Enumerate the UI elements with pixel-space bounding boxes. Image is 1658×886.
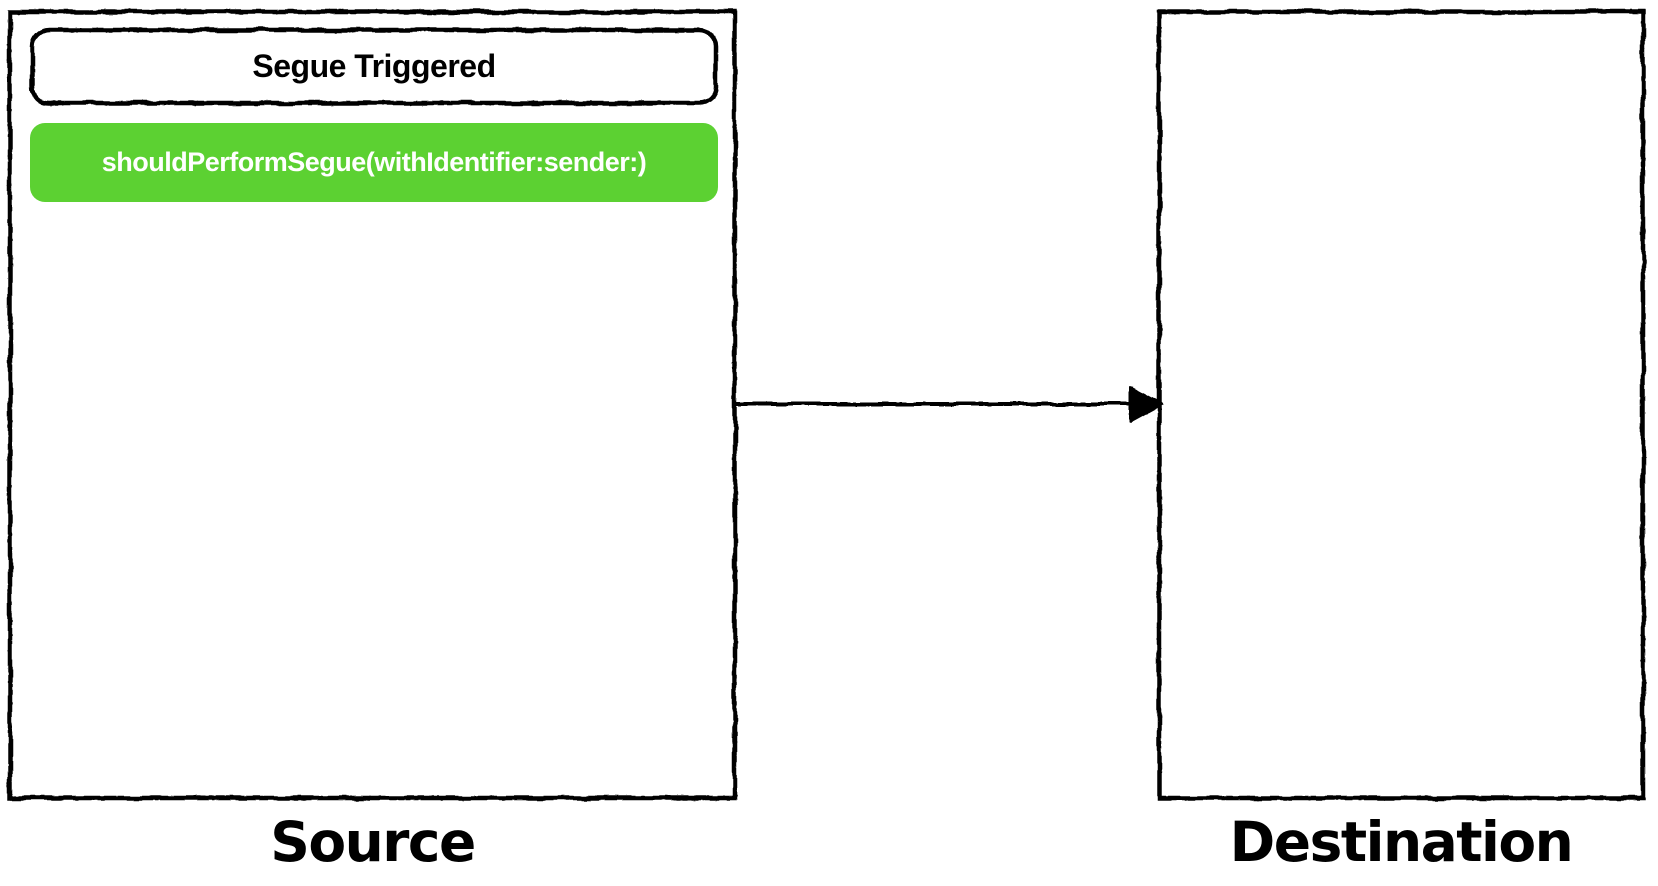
segue-triggered-label: Segue Triggered xyxy=(252,48,496,84)
segue-arrow-icon xyxy=(737,385,1163,423)
destination-label: Destination xyxy=(1229,810,1574,874)
source-label: Source xyxy=(270,810,476,874)
arrow-head-icon xyxy=(1129,385,1163,423)
destination-panel xyxy=(1156,9,1646,801)
segue-triggered-pill xyxy=(29,27,719,106)
method-pill xyxy=(30,123,718,202)
should-perform-segue-label: shouldPerformSegue(withIdentifier:sender… xyxy=(101,147,647,177)
source-panel xyxy=(7,9,738,801)
